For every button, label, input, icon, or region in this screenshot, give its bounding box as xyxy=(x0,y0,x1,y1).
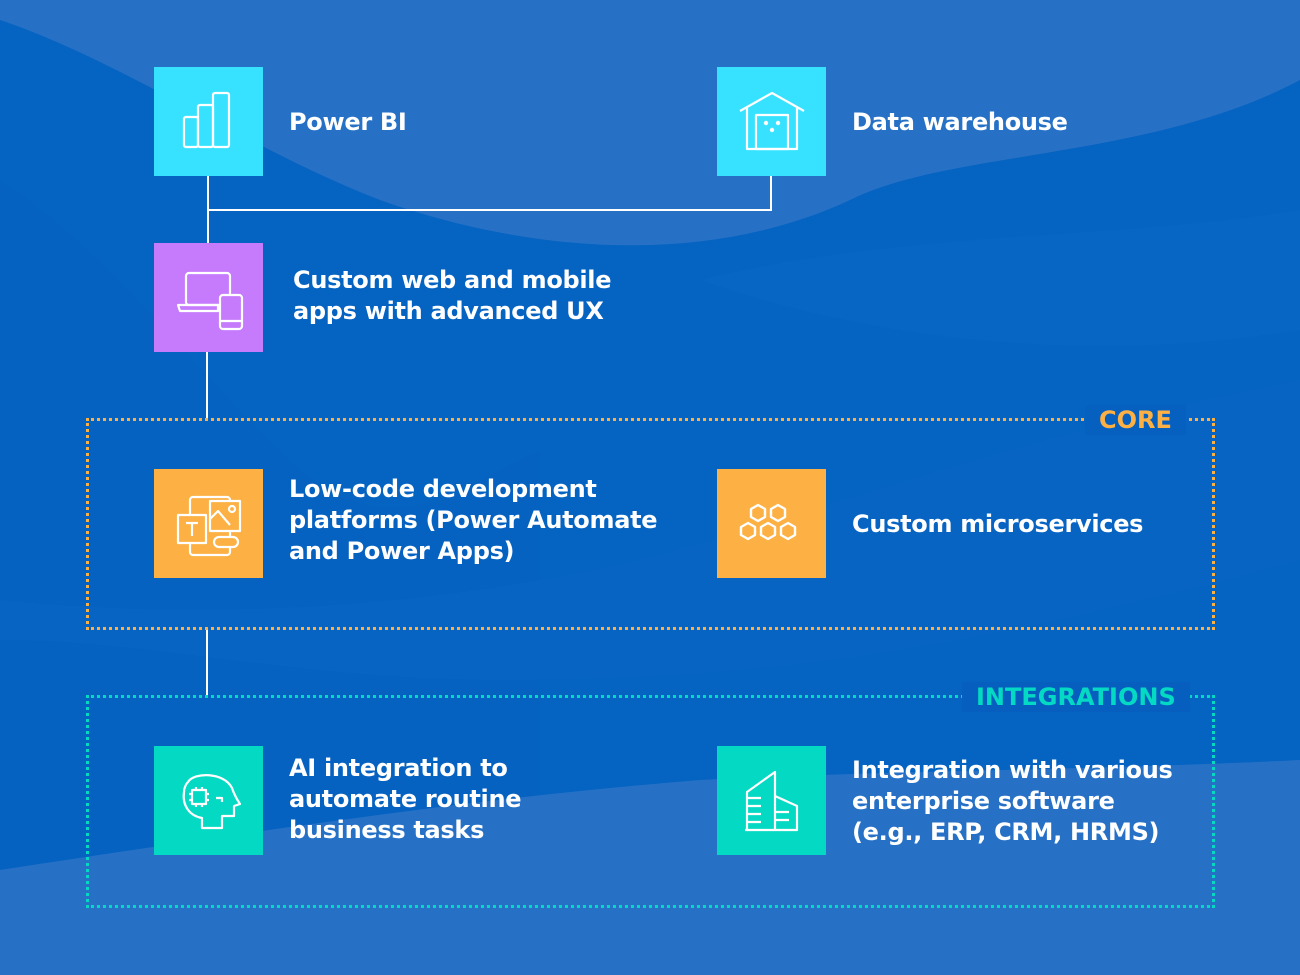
node-custom-apps[interactable] xyxy=(154,243,263,352)
building-icon xyxy=(744,770,798,831)
node-power-bi[interactable] xyxy=(154,67,263,176)
group-integrations-title: INTEGRATIONS xyxy=(962,682,1190,712)
node-enterprise-integration-label: Integration with various enterprise soft… xyxy=(852,756,1173,846)
bar-chart-icon xyxy=(182,91,230,148)
node-enterprise-integration[interactable] xyxy=(717,746,826,855)
node-power-bi-label: Power BI xyxy=(289,108,407,136)
node-data-warehouse-label: Data warehouse xyxy=(852,108,1068,136)
laptop-phone-icon xyxy=(176,271,243,330)
node-data-warehouse[interactable] xyxy=(717,67,826,176)
group-core xyxy=(86,418,1215,630)
node-low-code-label: Low-code development platforms (Power Au… xyxy=(289,475,658,565)
group-core-title: CORE xyxy=(1085,405,1186,435)
hexagons-icon xyxy=(739,503,796,540)
connector-warehouse xyxy=(770,175,772,211)
node-custom-apps-label: Custom web and mobile apps with advanced… xyxy=(293,266,612,325)
warehouse-icon xyxy=(738,91,805,150)
group-integrations xyxy=(86,695,1215,908)
node-ai-integration[interactable] xyxy=(154,746,263,855)
node-ai-integration-label: AI integration to automate routine busin… xyxy=(289,754,522,844)
low-code-apps-icon xyxy=(176,495,241,556)
ai-head-icon xyxy=(182,773,241,829)
connector-horizontal xyxy=(207,209,772,211)
connector-core-integrations xyxy=(206,628,208,696)
node-low-code[interactable] xyxy=(154,469,263,578)
node-microservices-label: Custom microservices xyxy=(852,510,1144,538)
connector-apps-core xyxy=(206,351,208,419)
node-microservices[interactable] xyxy=(717,469,826,578)
